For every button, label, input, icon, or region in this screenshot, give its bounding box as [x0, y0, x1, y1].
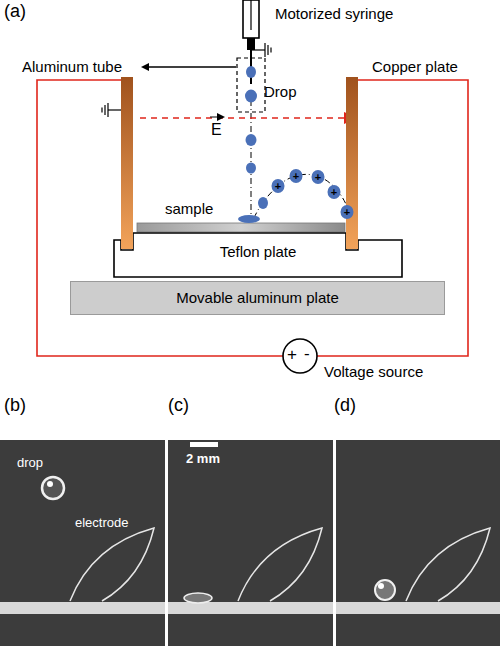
part-label: Voltage source: [324, 364, 423, 381]
electrode: [70, 528, 490, 601]
syringe-tip: [247, 38, 255, 50]
photo-frame: [168, 440, 333, 646]
panel-label: (a): [4, 2, 26, 22]
charge-sign: +: [293, 170, 299, 182]
photo-label: drop: [17, 456, 43, 470]
photo-drop: [184, 593, 212, 603]
part-label: Drop: [264, 84, 297, 101]
charge-sign: +: [275, 180, 281, 192]
aluminum-plate: Movable aluminum plate: [70, 281, 445, 315]
photo-frame: [336, 440, 500, 646]
needle: [250, 50, 252, 84]
part-label: Copper plate: [372, 59, 458, 76]
ground-symbol: [252, 43, 271, 57]
copper-plate: [121, 77, 133, 249]
photo-drop: [42, 477, 64, 499]
bouncing-drop: [258, 169, 354, 219]
field-arrow: [140, 117, 356, 119]
polarity-sign: -: [304, 345, 310, 364]
ground-symbol: [102, 103, 121, 117]
vector-arrow: [210, 117, 223, 118]
part-label: Movable aluminum plate: [70, 290, 445, 307]
sample-bar: sample: [137, 223, 345, 232]
part-label: Motorized syringe: [275, 6, 393, 23]
falling-drop: [238, 66, 260, 223]
copper-plate: [346, 77, 358, 249]
scale-bar: [190, 442, 218, 447]
leader-arrow: [143, 66, 236, 68]
part-label: Aluminum tube: [22, 59, 122, 76]
part-label: Teflon plate: [113, 244, 403, 261]
panel-label: (c): [168, 396, 189, 416]
node-outline: [137, 223, 345, 232]
photo-label: electrode: [75, 516, 128, 530]
plunger: [250, 0, 251, 30]
wire: [37, 80, 468, 356]
substrate: [0, 602, 500, 614]
photo-drop: [375, 580, 395, 600]
bounce-trajectory: [254, 174, 350, 218]
polarity-sign: +: [287, 346, 297, 365]
charge-sign: +: [315, 171, 321, 183]
voltage-source: +-Voltage source: [282, 338, 318, 374]
panel-label: (b): [4, 396, 26, 416]
scale-label: 2 mm: [186, 452, 220, 466]
panel-label: (d): [334, 396, 356, 416]
charge-sign: +: [344, 206, 350, 218]
part-label: sample: [165, 201, 213, 218]
photo-frame: [0, 440, 165, 646]
field-symbol: E: [211, 121, 222, 139]
teflon-plate: Teflon plate: [113, 232, 403, 278]
charge-sign: +: [331, 186, 337, 198]
syringe-body: [243, 0, 259, 38]
